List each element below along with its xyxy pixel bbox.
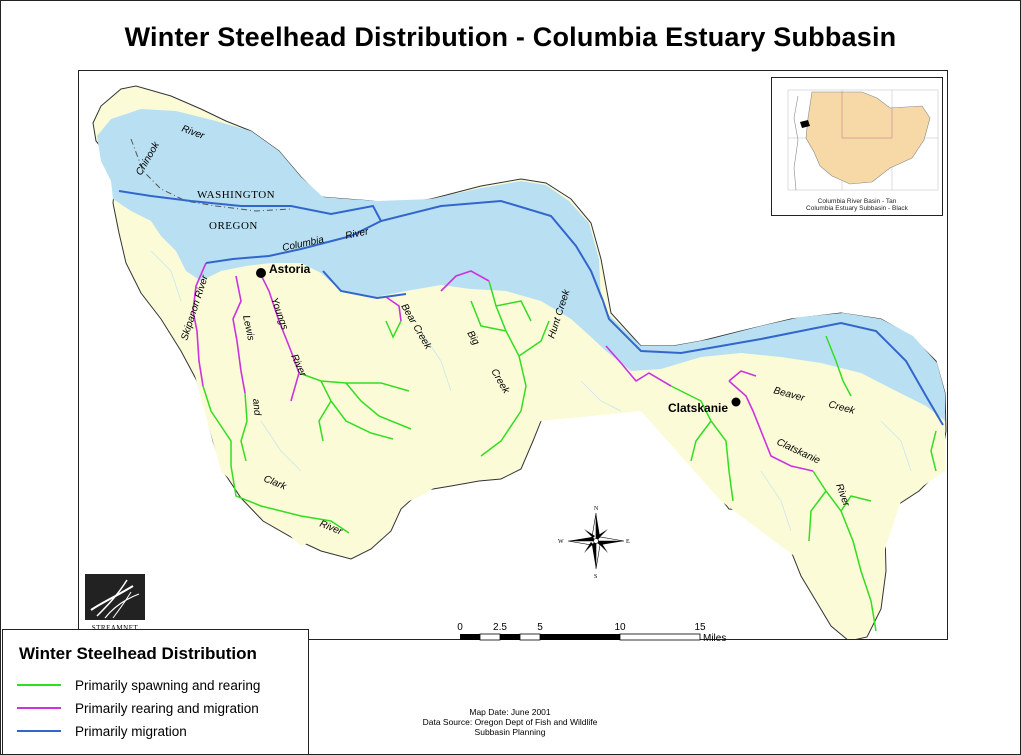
estuary-subbasin-shape — [800, 120, 810, 128]
map-title: Winter Steelhead Distribution - Columbia… — [124, 22, 897, 52]
inset-caption-basin: Columbia River Basin - Tan — [817, 198, 897, 205]
streamnet-logo: STREAMNET — [83, 572, 147, 632]
state-label-oregon: OREGON — [209, 220, 258, 232]
south-shore-land — [181, 266, 945, 631]
minor-streams — [150, 250, 912, 532]
compass-e: E — [626, 539, 630, 545]
state-label-washington: WASHINGTON — [197, 189, 275, 201]
legend-label-spawning: Primarily spawning and rearing — [75, 677, 261, 693]
city-marker-astoria — [256, 268, 266, 278]
compass-w: W — [558, 539, 564, 545]
migration-lines — [118, 190, 944, 426]
main-map: WASHINGTON OREGON Chinook River Columbia… — [92, 85, 947, 639]
legend-label-migration: Primarily migration — [75, 723, 187, 739]
map-date: Map Date: June 2001 — [469, 707, 551, 717]
compass-n: N — [594, 506, 599, 512]
legend-swatch-spawning — [17, 684, 61, 686]
legend-item-rearing: Primarily rearing and migration — [17, 698, 259, 718]
scale-tick-10: 10 — [614, 622, 626, 633]
scale-unit: Miles — [703, 633, 726, 644]
legend: Winter Steelhead Distribution Primarily … — [2, 629, 309, 755]
legend-swatch-rearing — [17, 707, 61, 709]
scale-tick-15: 15 — [694, 622, 706, 633]
compass-rose-icon: N S E W — [558, 506, 630, 580]
river-label-columbia-river: River — [344, 226, 370, 242]
legend-item-migration: Primarily migration — [17, 721, 187, 741]
city-label-clatskanie: Clatskanie — [668, 401, 728, 415]
map-metadata: Map Date: June 2001 Data Source: Oregon … — [380, 707, 640, 737]
legend-label-rearing: Primarily rearing and migration — [75, 700, 259, 716]
legend-item-spawning: Primarily spawning and rearing — [17, 675, 260, 695]
scale-tick-2-5: 2.5 — [493, 622, 507, 633]
city-label-astoria: Astoria — [269, 262, 311, 276]
map-frame: WASHINGTON OREGON Chinook River Columbia… — [78, 70, 948, 640]
legend-title: Winter Steelhead Distribution — [19, 644, 257, 663]
city-marker-clatskanie — [731, 397, 741, 407]
rearing-migration-lines — [192, 262, 814, 472]
inset-map-svg — [787, 89, 939, 191]
inset-locator-map: Columbia River Basin - Tan Columbia Estu… — [771, 77, 943, 216]
compass-s: S — [594, 574, 597, 580]
subbasin-planning: Subbasin Planning — [474, 727, 546, 737]
data-source: Data Source: Oregon Dept of Fish and Wil… — [422, 717, 598, 727]
river-label-lewis: Lewis — [240, 314, 256, 341]
scale-bar-svg: 0 2.5 5 10 15 Miles — [457, 622, 726, 644]
inset-caption-subbasin: Columbia Estuary Subbasin - Black — [806, 205, 908, 212]
streamnet-logo-icon — [85, 574, 145, 620]
streamnet-logo-text: STREAMNET — [91, 624, 139, 632]
scale-bar: 0 2.5 5 10 15 Miles — [450, 620, 750, 650]
legend-swatch-migration — [17, 730, 61, 732]
scale-tick-5: 5 — [537, 622, 543, 633]
spawning-rearing-lines — [202, 280, 937, 632]
scale-tick-0: 0 — [457, 622, 463, 633]
river-label-and: and — [250, 398, 262, 416]
